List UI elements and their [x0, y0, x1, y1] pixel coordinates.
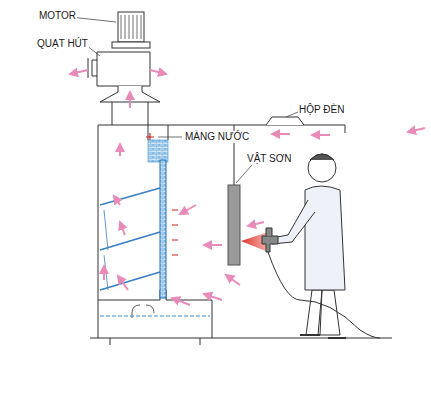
part-label: VẬT SƠN [246, 153, 293, 165]
part-label: MOTOR [38, 10, 77, 22]
part-label: QUẠT HÚT [36, 38, 89, 50]
part-label: MÀNG NƯỚC [184, 131, 250, 143]
part-label: HỘP ĐÈN [298, 104, 345, 116]
